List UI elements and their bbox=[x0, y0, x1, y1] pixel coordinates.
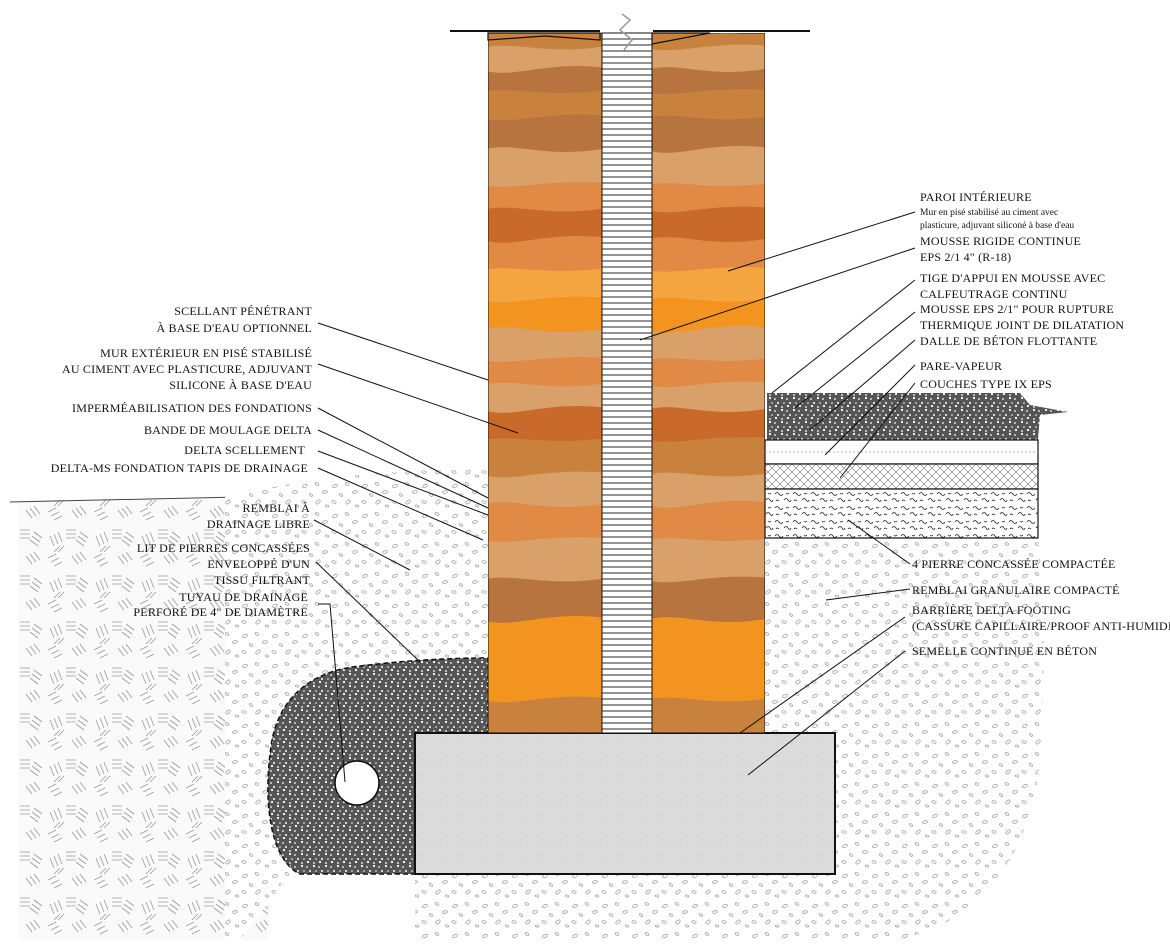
grade-line-left bbox=[9, 496, 241, 503]
label-mur-exterieur: AU CIMENT AVEC PLASTICURE, ADJUVANT bbox=[62, 362, 312, 376]
leader-lines bbox=[313, 211, 916, 783]
earth-layer bbox=[488, 696, 602, 733]
label-lit-pierres: ENVELOPPÉ D'UN bbox=[207, 557, 310, 571]
earth-layer bbox=[652, 146, 765, 195]
rigid-insulation-core bbox=[601, 32, 653, 734]
label-bande-moulage: BANDE DE MOULAGE DELTA bbox=[144, 423, 312, 437]
label-pierre-concassee: 4 PIERRE CONCASSÉE COMPACTÉE bbox=[912, 557, 1116, 571]
label-mur-exterieur: MUR EXTÉRIEUR EN PISÉ STABILISÉ bbox=[100, 346, 312, 360]
drainage-pipe bbox=[334, 760, 380, 806]
granular-fill-right bbox=[765, 538, 1044, 940]
wall-cap-left bbox=[487, 32, 601, 41]
label-mousse-rigide: MOUSSE RIGIDE CONTINUE bbox=[920, 234, 1081, 248]
label-lit-pierres: LIT DE PIERRES CONCASSÉES bbox=[137, 541, 310, 555]
label-dalle-beton: DALLE DE BÉTON FLOTTANTE bbox=[920, 334, 1097, 348]
crushed-stone-bed bbox=[267, 657, 489, 875]
earth-layer bbox=[652, 437, 765, 485]
crushed-stone-under-slab bbox=[764, 488, 1039, 539]
label-scellant: À BASE D'EAU OPTIONNEL bbox=[156, 321, 312, 335]
label-remblai-granulaire: REMBLAI GRANULAIRE COMPACTÉ bbox=[912, 583, 1120, 597]
label-delta-scellement: DELTA SCELLEMENT bbox=[184, 443, 305, 457]
label-tige-appui: TIGE D'APPUI EN MOUSSE AVEC bbox=[920, 271, 1105, 285]
wall-cap-right bbox=[651, 32, 711, 45]
exterior-rammed-earth-wall bbox=[488, 33, 602, 733]
label-couches-eps: COUCHES TYPE IX EPS bbox=[920, 377, 1052, 391]
label-mousse-rigide: EPS 2/1 4" (R-18) bbox=[920, 250, 1011, 264]
earth-layer bbox=[652, 697, 765, 733]
label-paroi-interieure-detail: Mur en pisé stabilisé au ciment avec bbox=[920, 208, 1058, 218]
earth-layer bbox=[652, 576, 765, 630]
earth-layer bbox=[488, 616, 602, 670]
eps-layers bbox=[764, 463, 1039, 490]
concrete-footing bbox=[414, 732, 836, 875]
floating-concrete-slab bbox=[767, 393, 1068, 440]
label-tuyau: TUYAU DE DRAINAGE bbox=[179, 590, 308, 604]
interior-rammed-earth-wall bbox=[652, 33, 765, 733]
granular-fill-under-footing bbox=[415, 874, 835, 940]
label-mousse-eps: THERMIQUE JOINT DE DILATATION bbox=[920, 318, 1124, 332]
earth-layer bbox=[652, 501, 765, 550]
label-barriere-delta: (CASSURE CAPILLAIRE/PROOF ANTI-HUMIDITÉ) bbox=[912, 619, 1170, 633]
earth-layer bbox=[652, 617, 765, 670]
labels-left: SCELLANT PÉNÉTRANT À BASE D'EAU OPTIONNEL… bbox=[51, 304, 313, 619]
label-remblai-drainage: REMBLAI À bbox=[243, 501, 311, 515]
label-remblai-drainage: DRAINAGE LIBRE bbox=[207, 517, 310, 531]
label-mur-exterieur: SILICONE À BASE D'EAU bbox=[169, 378, 312, 392]
label-pare-vapeur: PARE-VAPEUR bbox=[920, 359, 1002, 373]
label-paroi-interieure: PAROI INTÉRIEURE bbox=[920, 190, 1032, 204]
label-lit-pierres: TISSU FILTRANT bbox=[214, 573, 311, 587]
earth-layer bbox=[488, 537, 602, 590]
labels-right: PAROI INTÉRIEURE Mur en pisé stabilisé au… bbox=[912, 190, 1170, 658]
label-scellant: SCELLANT PÉNÉTRANT bbox=[174, 304, 312, 318]
label-tige-appui: CALFEUTRAGE CONTINU bbox=[920, 287, 1068, 301]
label-mousse-eps: MOUSSE EPS 2/1" POUR RUPTURE bbox=[920, 302, 1114, 316]
label-paroi-interieure-detail: plasticure, adjuvant siliconé à base d'e… bbox=[920, 221, 1074, 231]
label-tuyau: PERFORÉ DE 4" DE DIAMÈTRE bbox=[133, 605, 308, 619]
label-barriere-delta: BARRIÈRE DELTA FOOTING bbox=[912, 603, 1071, 617]
earth-layer bbox=[652, 657, 765, 710]
label-semelle: SEMELLE CONTINUE EN BÉTON bbox=[912, 644, 1097, 658]
label-impermeabilisation: IMPERMÉABILISATION DES FONDATIONS bbox=[72, 401, 312, 415]
insulation-break-mark bbox=[618, 13, 634, 51]
label-delta-ms: DELTA-MS FONDATION TAPIS DE DRAINAGE bbox=[51, 461, 308, 475]
